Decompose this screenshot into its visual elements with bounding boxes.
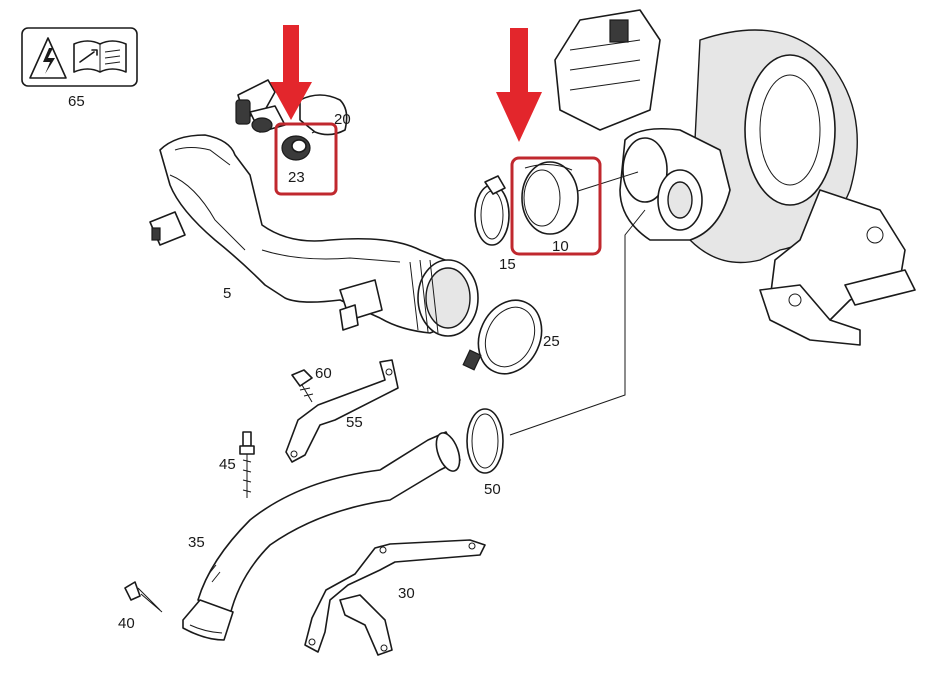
part-45-stud[interactable] xyxy=(239,431,255,498)
part-30-bracket[interactable] xyxy=(304,539,486,656)
label-50: 50 xyxy=(484,481,501,498)
part-23[interactable] xyxy=(281,135,311,161)
arrow-pointer-10 xyxy=(496,28,542,142)
turbocharger[interactable] xyxy=(554,9,916,346)
arrow-pointer-23 xyxy=(270,25,312,120)
label-45: 45 xyxy=(219,456,236,473)
electrical-warning-icon xyxy=(29,37,67,79)
label-60: 60 xyxy=(315,365,332,382)
warning-label-65[interactable] xyxy=(21,27,138,87)
label-65: 65 xyxy=(68,93,85,110)
label-20: 20 xyxy=(334,111,351,128)
label-23: 23 xyxy=(288,169,305,186)
label-25: 25 xyxy=(543,333,560,350)
part-15-clamp[interactable] xyxy=(474,175,510,246)
label-15: 15 xyxy=(499,256,516,273)
part-50-oring[interactable] xyxy=(466,408,504,474)
label-30: 30 xyxy=(398,585,415,602)
label-35: 35 xyxy=(188,534,205,551)
service-manual-icon xyxy=(73,40,127,73)
highlight-box-10 xyxy=(510,156,602,256)
part-25-clamp[interactable] xyxy=(462,290,553,384)
part-35-pipe[interactable] xyxy=(182,430,464,641)
label-40: 40 xyxy=(118,615,135,632)
part-55-bracket[interactable] xyxy=(285,359,399,463)
part-5-intake-hose[interactable] xyxy=(149,134,479,337)
label-5: 5 xyxy=(223,285,231,302)
label-10: 10 xyxy=(552,238,569,255)
part-60-bolt[interactable] xyxy=(291,369,314,403)
part-10-ring[interactable] xyxy=(521,161,579,235)
highlight-box-23 xyxy=(274,122,338,196)
label-55: 55 xyxy=(346,414,363,431)
part-40-clip[interactable] xyxy=(124,581,163,613)
